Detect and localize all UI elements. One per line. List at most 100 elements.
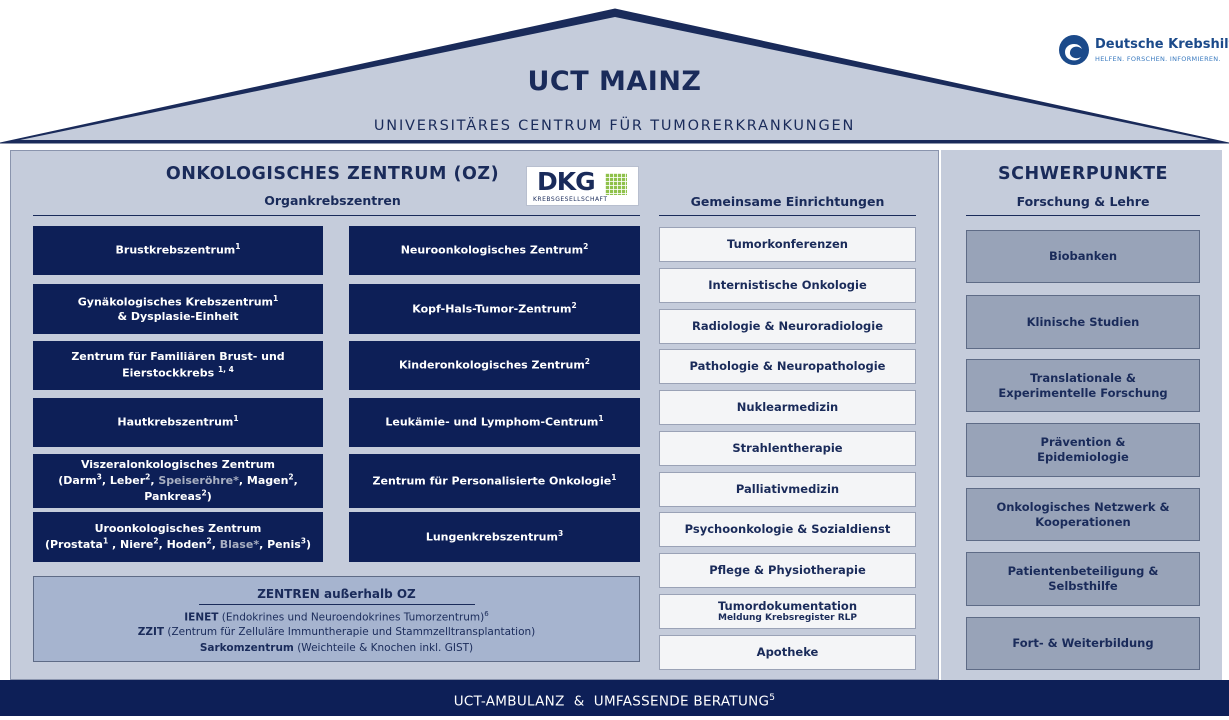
box-label: Kinderonkologisches Zentrum — [398, 359, 585, 373]
box-label-line2: & Dysplasie-Einheit — [117, 309, 239, 323]
box-label: Gynäkologisches Krebszentrum — [77, 295, 274, 309]
organ-center-box: Viszeralonkologisches Zentrum(Darm3, Leb… — [33, 454, 323, 508]
facility-label: Palliativmedizin — [735, 481, 840, 496]
box-text-part: , Leber — [101, 473, 146, 487]
box-label: Brustkrebszentrum — [115, 244, 236, 258]
focus-area-label: Klinische Studien — [1026, 314, 1140, 329]
focus-area-label: Fort- & Weiterbildung — [1012, 636, 1154, 651]
box-text-part: , Magen — [238, 473, 289, 487]
facility-label: Psychoonkologie & Sozialdienst — [684, 521, 891, 536]
page-title: UCT MAINZ — [527, 66, 702, 97]
footnote-marker: 1 — [235, 242, 241, 252]
focus-area-label-line2: Experimentelle Forschung — [998, 385, 1168, 400]
external-divider — [199, 604, 475, 605]
facility-sublabel: Meldung Krebsregister RLP — [718, 612, 857, 623]
footnote-marker: 3 — [96, 472, 102, 482]
pending-certification-text: Speiseröhre* — [158, 473, 239, 487]
box-text-part: , Penis — [259, 537, 301, 551]
box-label: Kopf-Hals-Tumor-Zentrum — [412, 302, 572, 316]
box-label: Zentrum für Familiären Brust- und — [71, 350, 285, 364]
external-center-desc: (Endokrines und Neuroendokrines Tumorzen… — [218, 611, 485, 624]
schwerpunkte-subheading: Forschung & Lehre — [1016, 194, 1150, 209]
organ-center-box: Zentrum für Personalisierte Onkologie1 — [349, 454, 640, 508]
box-text-part: , — [293, 473, 298, 487]
focus-area-box: Prävention &Epidemiologie — [966, 423, 1200, 477]
facility-label: Tumorkonferenzen — [727, 236, 848, 251]
focus-area-box: Translationale &Experimentelle Forschung — [966, 359, 1200, 412]
shared-facility-box: Apotheke — [659, 635, 916, 670]
logo-name: Deutsche Krebshilfe — [1095, 37, 1229, 52]
deutsche-krebshilfe-logo: Deutsche Krebshilfe HELFEN. FORSCHEN. IN… — [1055, 35, 1229, 71]
organ-center-box: Kinderonkologisches Zentrum2 — [349, 341, 640, 390]
roof-shape — [0, 8, 1229, 144]
box-label: Neuroonkologisches Zentrum — [400, 244, 584, 258]
focus-area-box: Biobanken — [966, 230, 1200, 283]
box-label: Leukämie- und Lymphom-Centrum — [385, 416, 599, 430]
focus-area-box: Patientenbeteiligung & Selbsthilfe — [966, 552, 1200, 606]
dkg-grid-icon — [605, 173, 627, 195]
page-subtitle: UNIVERSITÄRES CENTRUM FÜR TUMORERKRANKUN… — [373, 118, 856, 134]
focus-area-box: Fort- & Weiterbildung — [966, 617, 1200, 670]
shared-facility-box: Pathologie & Neuropathologie — [659, 349, 916, 384]
dkg-logo: DKG KREBSGESELLSCHAFT — [526, 166, 639, 206]
box-text-part: (Darm — [58, 473, 97, 487]
footnote-marker: 2 — [145, 472, 151, 482]
box-label: Uroonkologisches Zentrum — [94, 521, 262, 535]
organ-center-box: Kopf-Hals-Tumor-Zentrum2 — [349, 284, 640, 334]
focus-area-label: Onkologisches Netzwerk & — [996, 499, 1170, 514]
footnote-marker: 1 — [598, 414, 604, 424]
box-text-part: , Hoden — [158, 537, 207, 551]
box-text-part: Pankreas — [144, 489, 202, 503]
footnote-marker: 1 — [611, 472, 617, 482]
facility-label: Radiologie & Neuroradiologie — [691, 318, 884, 333]
shared-facility-box: Psychoonkologie & Sozialdienst — [659, 512, 916, 547]
footer-bar: UCT-AMBULANZ & UMFASSENDE BERATUNG5 — [0, 680, 1229, 716]
footnote-marker: 1 — [102, 536, 109, 546]
shared-facility-box: Radiologie & Neuroradiologie — [659, 309, 916, 344]
footnote-marker: 3 — [557, 528, 564, 538]
oz-divider — [33, 215, 640, 216]
dkg-logo-subtext: KREBSGESELLSCHAFT — [533, 196, 608, 203]
shared-divider — [659, 215, 916, 216]
external-center-name: IENET — [184, 611, 219, 624]
external-center-line: Sarkomzentrum (Weichteile & Knochen inkl… — [34, 642, 639, 654]
organ-center-box: Uroonkologisches Zentrum(Prostata1 , Nie… — [33, 512, 323, 562]
focus-area-label: Biobanken — [1048, 249, 1118, 264]
facility-label: Pflege & Physiotherapie — [709, 562, 866, 577]
box-label-line3: Pankreas2) — [144, 488, 212, 503]
organ-center-box: Neuroonkologisches Zentrum2 — [349, 226, 640, 275]
box-text-part: (Prostata — [44, 537, 103, 551]
box-text-part: , Niere — [108, 537, 154, 551]
organ-center-box: Leukämie- und Lymphom-Centrum1 — [349, 398, 640, 447]
footnote-marker: 2 — [288, 472, 294, 482]
footnote-marker: 1 — [233, 414, 239, 424]
facility-label: Pathologie & Neuropathologie — [689, 358, 886, 373]
footnote-marker: 2 — [153, 536, 159, 546]
facility-label: Strahlentherapie — [732, 440, 843, 455]
external-center-desc: (Weichteile & Knochen inkl. GIST) — [293, 642, 474, 654]
box-label: Viszeralonkologisches Zentrum — [80, 457, 276, 471]
box-text-part: ) — [206, 489, 212, 503]
external-center-line: IENET (Endokrines und Neuroendokrines Tu… — [34, 610, 639, 624]
focus-area-box: Onkologisches Netzwerk &Kooperationen — [966, 488, 1200, 541]
shared-facility-box: Palliativmedizin — [659, 472, 916, 507]
footnote-marker: 3 — [300, 536, 306, 546]
box-label-line2: Eierstockkrebs — [122, 366, 218, 380]
shared-facility-box: Internistische Onkologie — [659, 268, 916, 303]
footnote-marker: 2 — [583, 242, 589, 252]
schwerpunkte-heading: SCHWERPUNKTE — [998, 164, 1168, 184]
footnote-marker: 1, 4 — [217, 364, 234, 374]
footnote-marker: 6 — [484, 610, 489, 618]
facility-label: Nuklearmedizin — [736, 399, 839, 414]
shared-facility-box: Tumorkonferenzen — [659, 227, 916, 262]
footnote-marker: 1 — [273, 293, 279, 303]
box-label-line2: (Darm3, Leber2, Speiseröhre*, Magen2, — [58, 472, 298, 487]
box-label-line2: (Prostata1 , Niere2, Hoden2, Blase*, Pen… — [44, 536, 311, 551]
oz-heading: ONKOLOGISCHES ZENTRUM (OZ) — [165, 164, 500, 184]
footnote-marker: 2 — [571, 300, 577, 310]
organ-center-box: Brustkrebszentrum1 — [33, 226, 323, 275]
krebshilfe-swirl-icon — [1059, 35, 1089, 65]
box-text-part: , — [150, 473, 159, 487]
focus-area-label-line2: Epidemiologie — [1037, 450, 1129, 464]
